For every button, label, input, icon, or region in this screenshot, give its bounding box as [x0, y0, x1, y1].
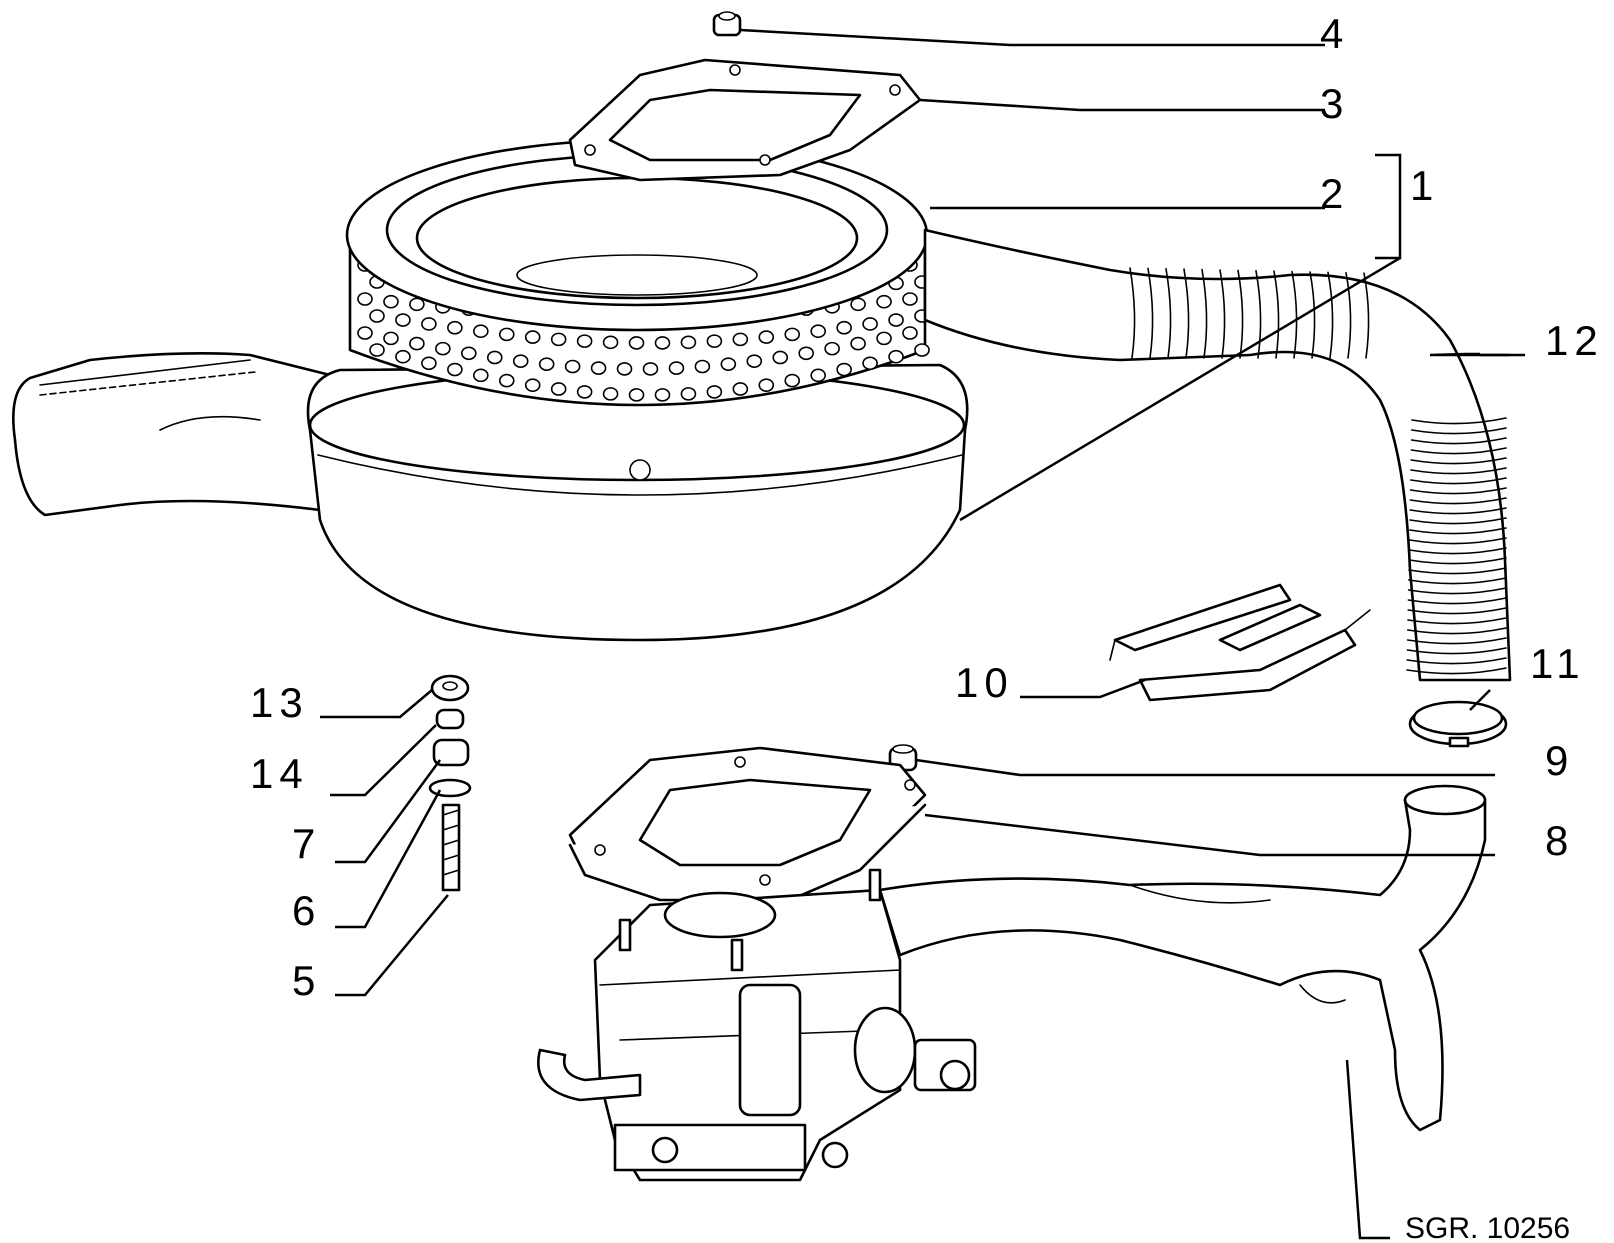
label-2: 2: [1320, 170, 1343, 217]
reference-code: SGR. 10256: [1405, 1212, 1570, 1243]
label-12: 12: [1545, 317, 1604, 364]
hose-clamp-11: [1408, 700, 1508, 748]
leader-lines: [320, 28, 1525, 1240]
label-11: 11: [1530, 640, 1586, 687]
hose-ribs: [1129, 267, 1507, 675]
carburettor: [537, 868, 977, 1182]
top-gasket: [568, 58, 922, 182]
label-1: 1: [1410, 162, 1433, 209]
callout-labels: 4 3 2 1 12 10 11 9 8 13 14 7 6 5 SGR. 10…: [250, 10, 1604, 1243]
label-9: 9: [1545, 737, 1568, 784]
label-13: 13: [250, 679, 309, 726]
label-4: 4: [1320, 10, 1343, 57]
label-10: 10: [955, 659, 1014, 706]
air-hose: [923, 228, 1512, 682]
label-8: 8: [1545, 817, 1568, 864]
label-6: 6: [292, 887, 315, 934]
air-filter-housing: [12, 138, 969, 642]
bracket-10: [1109, 583, 1371, 702]
label-14: 14: [250, 750, 309, 797]
nut-4: [712, 11, 742, 37]
intake-manifold: [878, 784, 1487, 1132]
label-3: 3: [1320, 80, 1343, 127]
label-5: 5: [292, 957, 315, 1004]
stud-set: [428, 674, 472, 892]
label-7: 7: [292, 820, 315, 867]
